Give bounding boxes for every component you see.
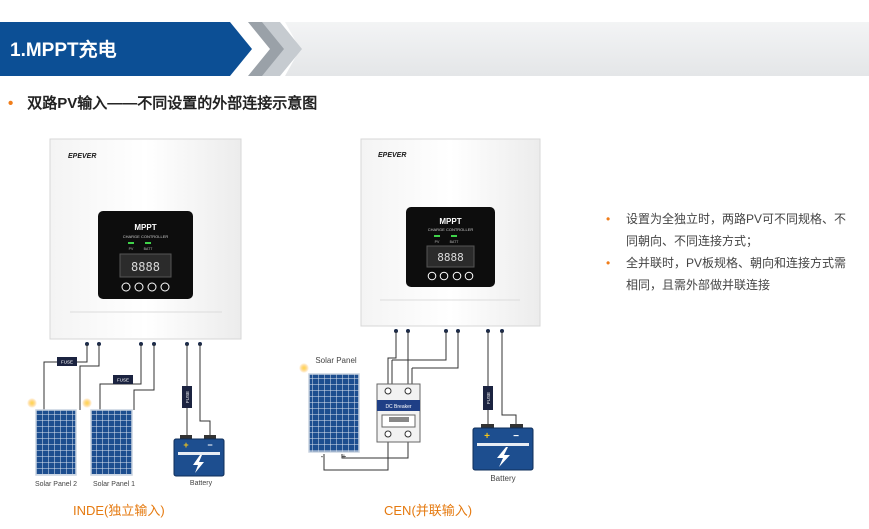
note-text-2: 全并联时，PV板规格、朝向和连接方式需相同，且需外部做并联连接 — [626, 256, 847, 292]
right-panel-plus-label: + — [342, 452, 347, 461]
left-controller: EPEVER MPPT CHARGE CONTROLLER PV BATT 88… — [49, 138, 242, 346]
right-key-down-icon — [452, 271, 462, 281]
left-key-up-icon — [134, 282, 144, 292]
right-key-up-icon — [439, 271, 449, 281]
solar-panel-1-label: Solar Panel 1 — [93, 481, 135, 488]
left-caption: INDE(独立输入) — [73, 503, 165, 518]
left-brand-logo: EPEVER — [68, 153, 96, 160]
bullet-dot: • — [8, 95, 14, 112]
right-wiring — [323, 331, 517, 471]
solar-panel-2 — [27, 398, 77, 476]
solar-panel-1 — [82, 398, 133, 476]
notes-list: • 设置为全独立时，两路PV可不同规格、不同朝向、不同连接方式； • 全并联时，… — [606, 208, 846, 296]
left-keypad — [121, 282, 170, 292]
left-fuse-pv1: FUSE — [113, 375, 133, 384]
section-subtitle: • 双路PV输入——不同设置的外部连接示意图 — [8, 92, 317, 113]
right-brand-logo: EPEVER — [378, 152, 406, 159]
left-led-label-batt: BATT — [144, 247, 154, 251]
right-battery-plus-icon: + — [484, 431, 490, 442]
header-chevron-dark — [248, 22, 285, 76]
right-battery-bolt-icon — [497, 447, 510, 467]
right-caption: CEN(并联输入) — [384, 503, 473, 518]
section-subtitle-text: 双路PV输入——不同设置的外部连接示意图 — [27, 95, 318, 112]
left-battery-plus-icon: + — [183, 440, 188, 450]
note-bullet: • — [606, 212, 611, 226]
right-controller: EPEVER MPPT CHARGE CONTROLLER PV BATT 88… — [360, 138, 541, 333]
header-gray-band — [285, 22, 869, 76]
right-panel-minus-label: - — [321, 452, 324, 461]
left-battery-label: Battery — [190, 480, 213, 487]
note-bullet: • — [606, 256, 611, 270]
left-fuse-battery: FUSE — [182, 386, 192, 408]
right-battery-label: Battery — [490, 474, 515, 483]
left-fuse-battery-label: FUSE — [185, 391, 190, 403]
right-solar-panel-label: Solar Panel — [315, 356, 357, 365]
dc-breaker-label: DC Breaker — [385, 404, 411, 410]
left-battery: + − — [173, 435, 225, 477]
left-fuse-pv2: FUSE — [57, 357, 77, 366]
note-item: • 全并联时，PV板规格、朝向和连接方式需相同，且需外部做并联连接 — [606, 252, 846, 296]
left-lcd-text: 8888 — [131, 260, 160, 274]
right-led-label-pv: PV — [435, 240, 440, 244]
left-battery-bolt-icon — [193, 455, 204, 473]
right-lcd-screen — [426, 245, 475, 268]
left-fuse-pv1-label: FUSE — [117, 378, 129, 383]
left-display-subtitle: CHARGE CONTROLLER — [123, 234, 169, 239]
left-battery-minus-icon: − — [207, 440, 212, 450]
left-key-down-icon — [147, 282, 157, 292]
note-text-1: 设置为全独立时，两路PV可不同规格、不同朝向、不同连接方式； — [626, 212, 847, 248]
right-keypad — [427, 271, 474, 281]
header-title: 1.MPPT充电 — [10, 38, 117, 61]
left-lcd-screen — [119, 253, 172, 278]
right-battery: + − — [472, 424, 534, 471]
right-display-subtitle: CHARGE CONTROLLER — [428, 227, 474, 232]
right-key-escape-icon — [427, 271, 437, 281]
left-led-label-pv: PV — [129, 247, 134, 251]
note-item: • 设置为全独立时，两路PV可不同规格、不同朝向、不同连接方式； — [606, 208, 846, 252]
right-led-label-batt: BATT — [450, 240, 460, 244]
header-blue-tab — [0, 22, 252, 76]
right-key-enter-icon — [464, 271, 474, 281]
header-banner: 1.MPPT充电 — [0, 22, 869, 76]
left-key-escape-icon — [121, 282, 131, 292]
dc-breaker: DC Breaker — [376, 383, 421, 443]
solar-panel-2-label: Solar Panel 2 — [35, 481, 77, 488]
right-solar-panel — [299, 363, 360, 453]
left-fuse-pv2-label: FUSE — [61, 360, 73, 365]
right-fuse-battery: FUSE — [483, 386, 493, 410]
right-fuse-battery-label: FUSE — [486, 392, 491, 404]
left-key-enter-icon — [160, 282, 170, 292]
right-display-title: MPPT — [439, 217, 461, 226]
left-display-title: MPPT — [134, 223, 156, 232]
right-lcd-text: 8888 — [437, 251, 464, 264]
right-battery-minus-icon: − — [513, 431, 519, 442]
header-chevron-light — [262, 22, 302, 76]
